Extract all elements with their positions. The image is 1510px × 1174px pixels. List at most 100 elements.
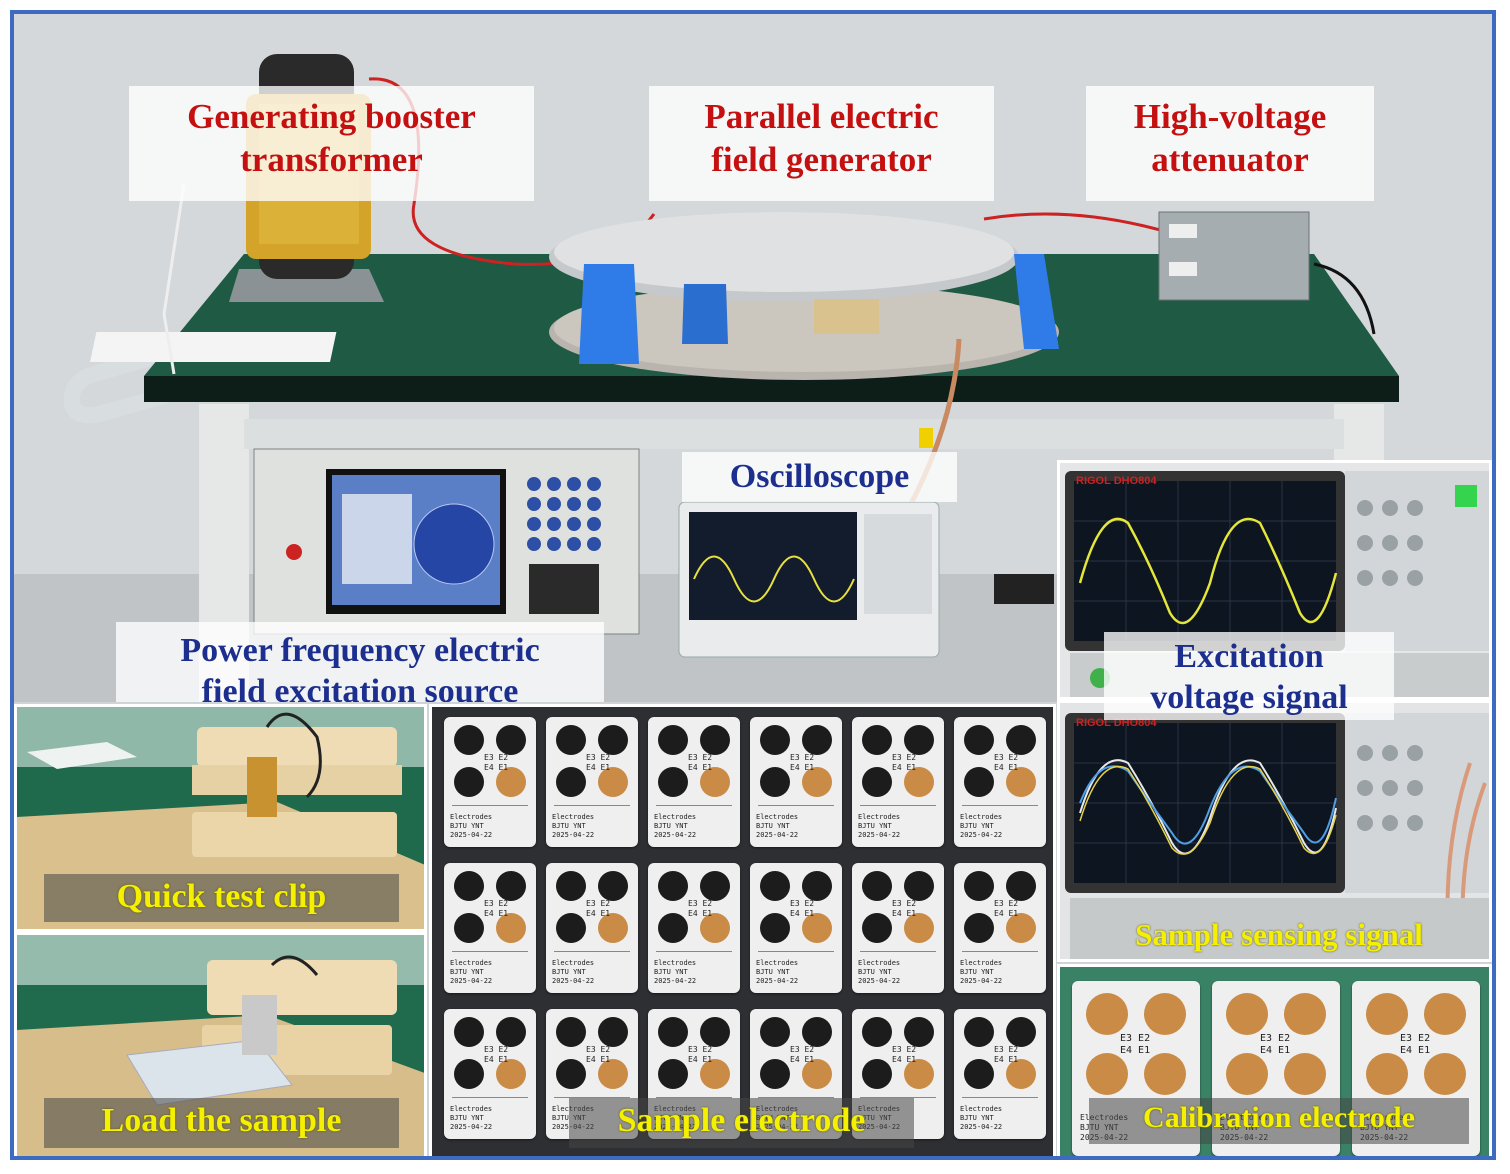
gold-pad <box>598 913 628 943</box>
electrode-pin-labels: E3 E2 E4 E1 <box>586 899 611 918</box>
carbon-pad <box>658 725 688 755</box>
electrode-pin-labels: E3 E2 E4 E1 <box>994 899 1019 918</box>
card-divider <box>962 951 1038 952</box>
carbon-pad <box>760 1059 790 1089</box>
gold-pad <box>802 913 832 943</box>
sensing-scope-scene <box>1060 703 1489 959</box>
figure-frame: Generating booster transformer Parallel … <box>10 10 1496 1160</box>
carbon-pad <box>556 725 586 755</box>
card-divider <box>656 805 732 806</box>
electrode-maker-text: Electrodes BJTU YNT 2025-04-22 <box>858 959 901 985</box>
electrode-pin-labels: E3 E2 E4 E1 <box>994 753 1019 772</box>
carbon-pad <box>760 1017 790 1047</box>
electrode-maker-text: Electrodes BJTU YNT 2025-04-22 <box>960 813 1003 839</box>
carbon-pad <box>658 1059 688 1089</box>
excitation-scope-brand: RIGOL DHO804 <box>1076 475 1157 487</box>
carbon-pad <box>556 1017 586 1047</box>
card-divider <box>656 1097 732 1098</box>
electrode-maker-text: Electrodes BJTU YNT 2025-04-22 <box>552 813 595 839</box>
electrode-maker-text: Electrodes BJTU YNT 2025-04-22 <box>960 1105 1003 1131</box>
carbon-pad <box>1006 725 1036 755</box>
carbon-pad <box>658 767 688 797</box>
electrode-pin-labels: E3 E2 E4 E1 <box>790 899 815 918</box>
sample-electrode-card: E3 E2 E4 E1 Electrodes BJTU YNT 2025-04-2… <box>750 717 842 847</box>
carbon-pad <box>598 1017 628 1047</box>
carbon-pad <box>700 725 730 755</box>
gold-pad <box>904 767 934 797</box>
card-divider <box>452 805 528 806</box>
carbon-pad <box>862 913 892 943</box>
carbon-pad <box>802 871 832 901</box>
carbon-pad <box>904 871 934 901</box>
gold-pad <box>1006 1059 1036 1089</box>
carbon-pad <box>556 871 586 901</box>
label-quick-clip: Quick test clip <box>44 874 399 922</box>
gold-pad <box>904 1059 934 1089</box>
carbon-pad <box>760 767 790 797</box>
carbon-pad <box>454 871 484 901</box>
label-sample-electrode: Sample electrode <box>569 1098 914 1148</box>
carbon-pad <box>700 1017 730 1047</box>
carbon-pad <box>964 767 994 797</box>
gold-pad <box>1144 1053 1186 1095</box>
sensing-scope-brand: RIGOL DHO804 <box>1076 717 1157 729</box>
carbon-pad <box>598 725 628 755</box>
card-divider <box>758 805 834 806</box>
carbon-pad <box>556 767 586 797</box>
carbon-pad <box>862 725 892 755</box>
electrode-pin-labels: E3 E2 E4 E1 <box>484 1045 509 1064</box>
electrode-maker-text: Electrodes BJTU YNT 2025-04-22 <box>960 959 1003 985</box>
label-excitation-source: Power frequency electric field excitatio… <box>116 622 604 702</box>
electrode-pin-labels: E3 E2 E4 E1 <box>892 753 917 772</box>
electrode-pin-labels: E3 E2 E4 E1 <box>1400 1033 1431 1056</box>
carbon-pad <box>454 725 484 755</box>
gold-pad <box>598 767 628 797</box>
gold-pad <box>1086 1053 1128 1095</box>
gold-pad <box>1424 993 1466 1035</box>
gold-pad <box>598 1059 628 1089</box>
carbon-pad <box>496 871 526 901</box>
gold-pad <box>1226 1053 1268 1095</box>
carbon-pad <box>802 725 832 755</box>
carbon-pad <box>862 871 892 901</box>
carbon-pad <box>658 871 688 901</box>
carbon-pad <box>760 913 790 943</box>
carbon-pad <box>1006 1017 1036 1047</box>
electrode-pin-labels: E3 E2 E4 E1 <box>688 753 713 772</box>
electrode-pin-labels: E3 E2 E4 E1 <box>892 1045 917 1064</box>
gold-pad <box>496 913 526 943</box>
card-divider <box>962 805 1038 806</box>
card-divider <box>452 1097 528 1098</box>
gold-pad <box>700 913 730 943</box>
electrode-maker-text: Electrodes BJTU YNT 2025-04-22 <box>756 813 799 839</box>
gold-pad <box>1366 1053 1408 1095</box>
electrode-pin-labels: E3 E2 E4 E1 <box>484 899 509 918</box>
card-divider <box>758 951 834 952</box>
carbon-pad <box>658 913 688 943</box>
electrode-pin-labels: E3 E2 E4 E1 <box>484 753 509 772</box>
sample-electrode-card: E3 E2 E4 E1 Electrodes BJTU YNT 2025-04-2… <box>954 717 1046 847</box>
carbon-pad <box>454 767 484 797</box>
electrode-maker-text: Electrodes BJTU YNT 2025-04-22 <box>450 813 493 839</box>
carbon-pad <box>760 871 790 901</box>
electrode-maker-text: Electrodes BJTU YNT 2025-04-22 <box>858 813 901 839</box>
carbon-pad <box>964 871 994 901</box>
carbon-pad <box>760 725 790 755</box>
carbon-pad <box>904 1017 934 1047</box>
electrode-pin-labels: E3 E2 E4 E1 <box>790 753 815 772</box>
card-divider <box>554 805 630 806</box>
carbon-pad <box>904 725 934 755</box>
gold-pad <box>1144 993 1186 1035</box>
gold-pad <box>1284 1053 1326 1095</box>
label-sensing-signal: Sample sensing signal <box>1135 917 1423 952</box>
sample-electrode-card: E3 E2 E4 E1 Electrodes BJTU YNT 2025-04-2… <box>852 717 944 847</box>
gold-pad <box>496 1059 526 1089</box>
gold-pad <box>1226 993 1268 1035</box>
gold-pad <box>700 767 730 797</box>
